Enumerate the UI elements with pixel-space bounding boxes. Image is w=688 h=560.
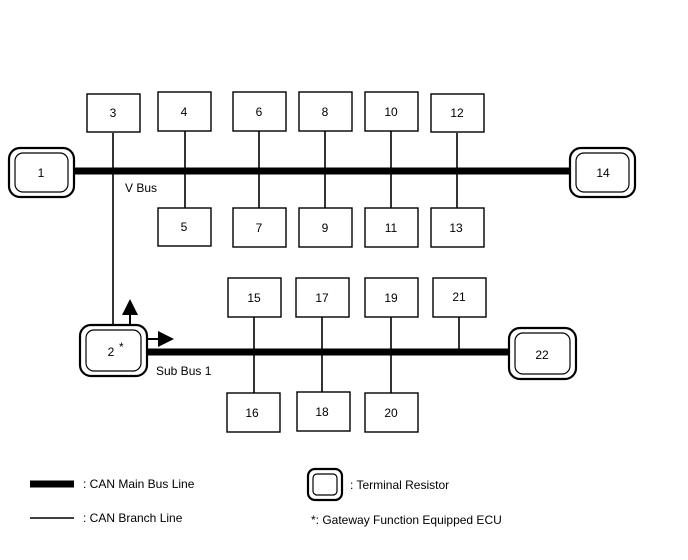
node-15: 15 bbox=[227, 277, 282, 318]
svg-text:11: 11 bbox=[385, 221, 398, 235]
svg-text:21: 21 bbox=[452, 290, 466, 304]
node-11: 11 bbox=[364, 207, 419, 248]
node-8: 8 bbox=[298, 91, 353, 132]
svg-text:19: 19 bbox=[384, 291, 398, 305]
node-14: 14 bbox=[568, 146, 637, 199]
node-20: 20 bbox=[364, 392, 419, 433]
legend-gateway-label: *: Gateway Function Equipped ECU bbox=[311, 513, 502, 527]
svg-text:6: 6 bbox=[256, 105, 263, 119]
node-2-gateway: 2 * bbox=[78, 323, 149, 378]
node-19: 19 bbox=[364, 277, 419, 318]
node-1: 1 bbox=[7, 146, 76, 199]
svg-text:8: 8 bbox=[322, 105, 329, 119]
node-4: 4 bbox=[157, 91, 212, 132]
node-9: 9 bbox=[298, 207, 353, 248]
svg-text:3: 3 bbox=[110, 106, 117, 120]
node-13: 13 bbox=[430, 207, 485, 248]
node-21: 21 bbox=[432, 277, 487, 318]
legend-branch-label: : CAN Branch Line bbox=[83, 511, 183, 525]
svg-text:16: 16 bbox=[245, 406, 259, 420]
node-7: 7 bbox=[232, 207, 287, 248]
v-bus-label: V Bus bbox=[125, 181, 157, 195]
svg-text:20: 20 bbox=[384, 406, 398, 420]
node-5: 5 bbox=[157, 207, 212, 247]
legend-terminal-label: : Terminal Resistor bbox=[350, 478, 449, 492]
svg-text:4: 4 bbox=[181, 105, 188, 119]
node-10: 10 bbox=[364, 91, 419, 132]
svg-text:*: * bbox=[119, 340, 124, 354]
svg-text:14: 14 bbox=[596, 166, 610, 180]
svg-text:5: 5 bbox=[181, 220, 188, 234]
node-18: 18 bbox=[296, 391, 351, 432]
svg-text:10: 10 bbox=[384, 105, 398, 119]
svg-text:2: 2 bbox=[108, 345, 115, 359]
node-6: 6 bbox=[232, 91, 287, 132]
svg-text:17: 17 bbox=[315, 291, 329, 305]
node-22: 22 bbox=[507, 326, 578, 381]
sub-bus-1-label: Sub Bus 1 bbox=[156, 364, 212, 378]
svg-text:15: 15 bbox=[247, 291, 261, 305]
svg-text:7: 7 bbox=[256, 221, 263, 235]
legend-main-bus-label: : CAN Main Bus Line bbox=[83, 477, 195, 491]
node-17: 17 bbox=[295, 277, 350, 318]
svg-text:1: 1 bbox=[38, 166, 45, 180]
svg-text:13: 13 bbox=[449, 221, 463, 235]
svg-text:18: 18 bbox=[315, 405, 329, 419]
node-12: 12 bbox=[430, 93, 485, 133]
node-16: 16 bbox=[226, 392, 281, 433]
svg-text:9: 9 bbox=[322, 221, 329, 235]
svg-text:12: 12 bbox=[450, 106, 464, 120]
svg-text:22: 22 bbox=[535, 348, 549, 362]
legend: : CAN Main Bus Line : CAN Branch Line : … bbox=[30, 467, 502, 527]
node-3: 3 bbox=[86, 93, 141, 133]
legend-terminal-resistor-icon bbox=[306, 467, 344, 502]
